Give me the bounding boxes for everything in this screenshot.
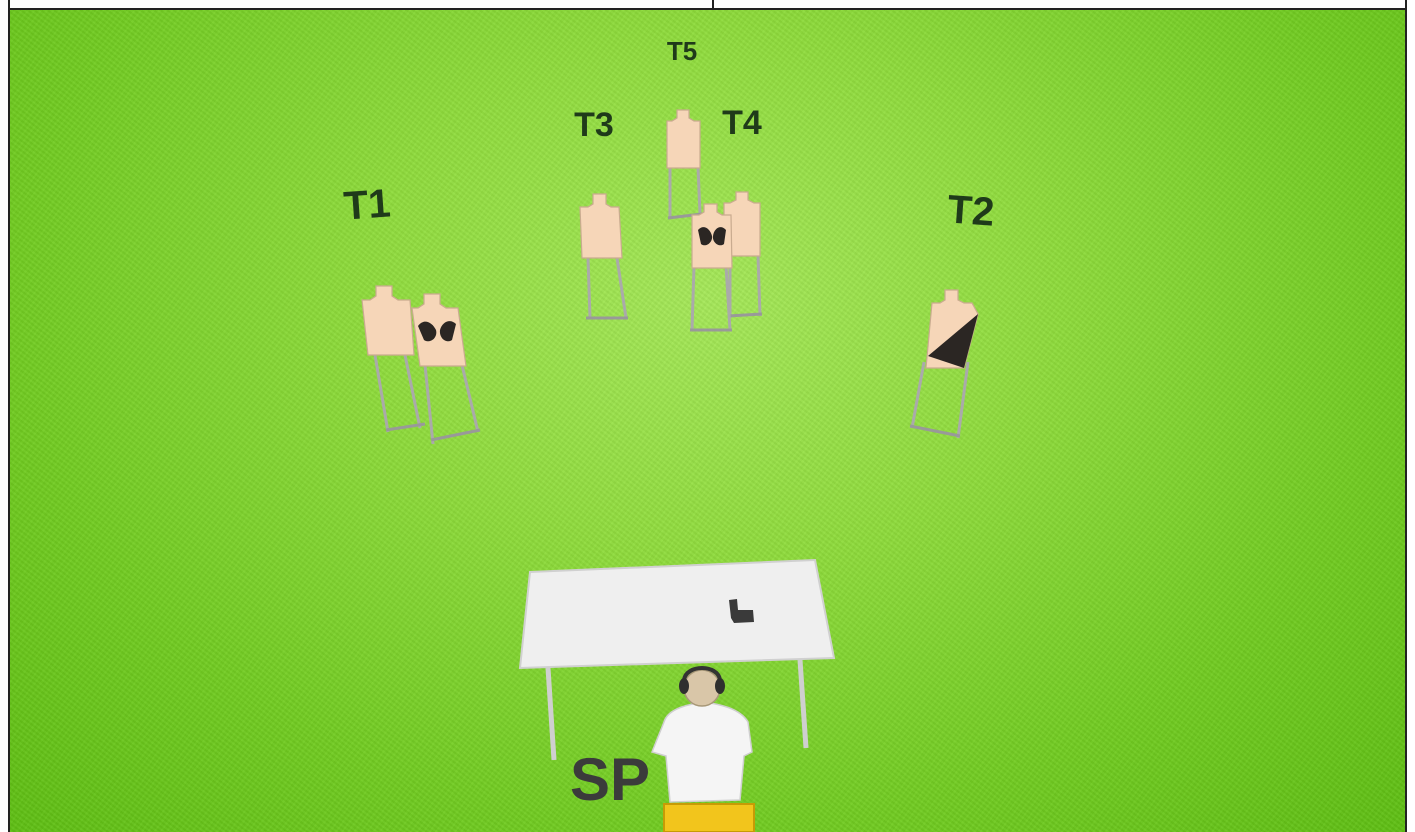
label-t5: T5 [667,36,697,66]
label-t1: T1 [342,181,392,228]
target-t3 [580,194,628,318]
label-t2: T2 [946,187,996,234]
label-t4: T4 [722,104,762,142]
start-box [664,804,754,832]
target-t5 [667,110,702,218]
label-t3: T3 [574,106,614,144]
label-sp: SP [570,746,650,813]
target-group-t1 [362,286,480,444]
target-t1-right-no-shoot [412,294,480,444]
target-t2-partial-no-shoot [910,290,978,438]
target-t4-front-no-shoot [690,204,732,330]
shooter-figure-icon [652,668,754,832]
